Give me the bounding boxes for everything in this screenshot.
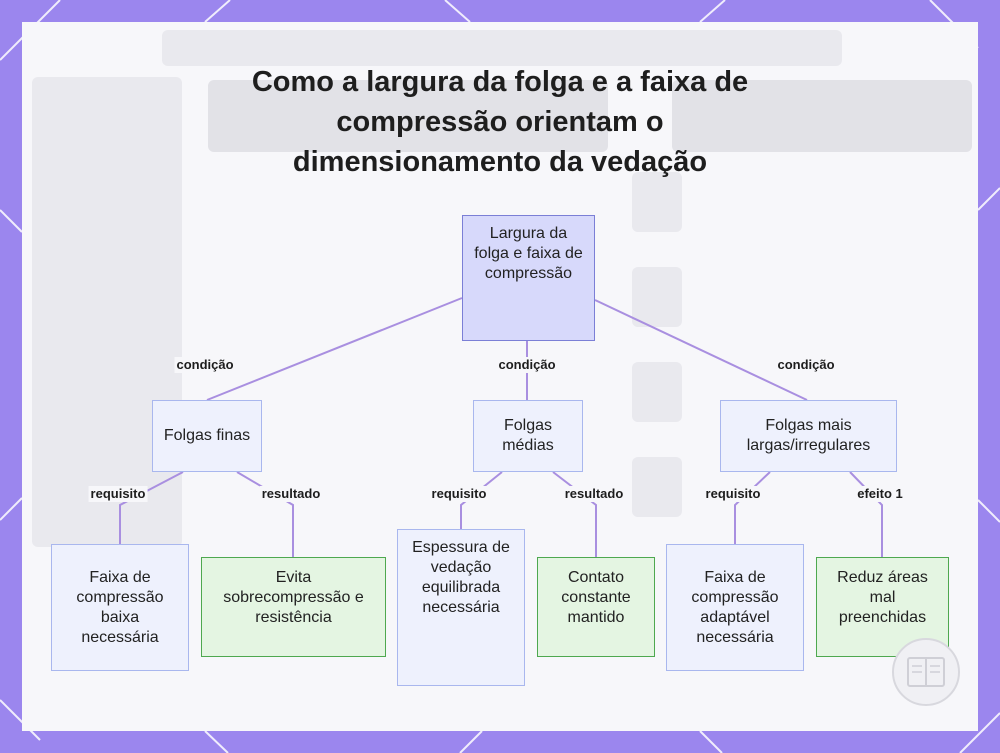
edge-root-thin	[206, 297, 463, 401]
edge-label-requirement-left: requisito	[88, 486, 148, 502]
node-thin-result: Evita sobrecompressão e resistência	[201, 557, 386, 657]
node-wide-gaps: Folgas mais largas/irregulares	[720, 400, 897, 472]
node-thin-result-label: Evita sobrecompressão e resistência	[223, 569, 364, 626]
edge-thin-res	[236, 471, 294, 557]
node-medium-gaps: Folgas médias	[473, 400, 583, 472]
edge-label-effect-right: efeito 1	[855, 486, 905, 502]
node-medium-requirement: Espessura de vedação equilibrada necessá…	[397, 529, 525, 686]
node-wide-requirement-label: Faixa de compressão adaptável necessária	[691, 568, 779, 646]
node-wide-requirement: Faixa de compressão adaptável necessária	[666, 544, 804, 671]
edge-wide-req	[734, 471, 771, 544]
edge-wide-eff	[849, 471, 883, 557]
node-medium-gaps-label: Folgas médias	[502, 417, 554, 454]
edge-root-wide	[594, 299, 808, 401]
edge-med-req	[460, 471, 503, 529]
backdrop-shape	[632, 172, 682, 232]
edge-label-result-mid: resultado	[562, 486, 626, 502]
backdrop-shape	[672, 80, 972, 152]
edge-med-res	[552, 471, 597, 557]
node-thin-gaps: Folgas finas	[152, 400, 262, 472]
edge-label-requirement-mid: requisito	[429, 486, 489, 502]
backdrop-shape	[208, 80, 608, 152]
node-wide-effect-label: Reduz áreas mal preenchidas	[837, 569, 928, 626]
node-thin-requirement: Faixa de compressão baixa necessária	[51, 544, 189, 671]
edge-label-result-left: resultado	[259, 486, 323, 502]
edge-label-requirement-right: requisito	[703, 486, 763, 502]
node-medium-result-label: Contato constante mantido	[561, 569, 631, 626]
diagram-title: Como a largura da folga e a faixa de com…	[251, 66, 749, 178]
edge-label-condition-left: condição	[174, 357, 236, 373]
backdrop-shape	[632, 267, 682, 327]
edge-label-condition-right: condição	[775, 357, 837, 373]
backdrop-shape	[632, 362, 682, 422]
watermark-logo-icon	[892, 638, 960, 706]
edge-label-condition-mid: condição	[496, 357, 558, 373]
node-root: Largura da folga e faixa de compressão	[462, 215, 595, 341]
node-medium-result: Contato constante mantido	[537, 557, 655, 657]
node-thin-gaps-label: Folgas finas	[163, 427, 251, 444]
backdrop-shape	[632, 457, 682, 517]
backdrop-shape	[162, 30, 842, 66]
node-medium-requirement-label: Espessura de vedação equilibrada necessá…	[412, 539, 510, 616]
node-wide-gaps-label: Folgas mais largas/irregulares	[746, 417, 871, 454]
node-root-label: Largura da folga e faixa de compressão	[474, 225, 583, 282]
edge-thin-req	[119, 471, 184, 544]
node-thin-requirement-label: Faixa de compressão baixa necessária	[76, 568, 164, 646]
